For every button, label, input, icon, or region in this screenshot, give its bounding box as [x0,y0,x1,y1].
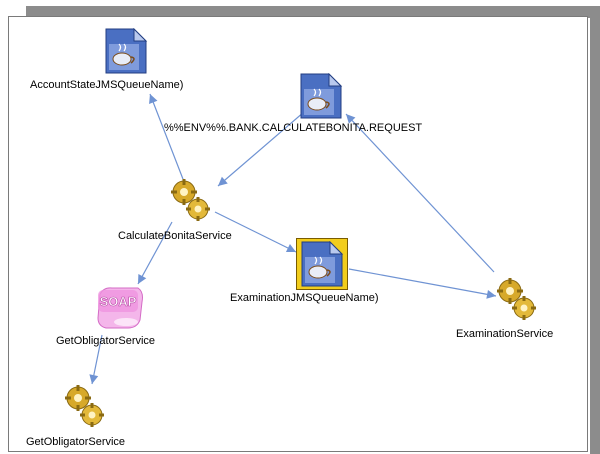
jms-queue-document-icon [296,238,348,290]
edge-calculate_bonita_service-to-account_state_queue[interactable] [149,93,189,193]
edge-line [214,211,297,253]
node-label: AccountStateJMSQueueName) [30,79,184,91]
node-label: ExaminationService [456,328,554,340]
node-label: %%ENV%%.BANK.CALCULATEBONITA.REQUEST [164,122,423,134]
jms-queue-document-icon [299,72,343,124]
edge-line [345,113,495,273]
edge-get_obligator_soap-to-get_obligator_service[interactable] [89,334,103,385]
frame-shadow-right [590,6,600,454]
soap-icon: SOAP [96,284,144,335]
service-gears-icon [64,384,104,433]
edge-arrowhead [285,243,296,253]
edge-calculate_bonita_service-to-get_obligator_soap[interactable] [137,221,173,285]
edge-calculate_bonita_service-to-examination_queue[interactable] [214,211,297,253]
service-gears-icon [496,277,536,326]
edge-arrowhead [89,374,99,384]
frame-shadow-top [26,6,600,18]
jms-queue-document-icon [104,27,148,79]
edge-line [348,268,497,297]
service-gears-icon [170,178,210,227]
soap-badge-text: SOAP [100,294,137,309]
node-label: GetObligatorService [56,335,156,347]
edge-arrowhead [149,94,158,105]
edge-line [217,111,305,187]
node-label: CalculateBonitaService [118,230,232,242]
edge-line [137,221,173,285]
edge-arrowhead [346,114,356,124]
node-label: GetObligatorService [26,436,126,448]
diagram-canvas[interactable] [8,16,588,452]
edge-arrowhead [218,176,228,186]
edge-arrowhead [138,273,147,284]
edge-bank_request_queue-to-calculate_bonita_service[interactable] [217,111,305,187]
edge-examination_service-to-bank_request_queue[interactable] [345,113,495,273]
edge-examination_queue-to-examination_service[interactable] [348,268,497,299]
edge-arrowhead [486,289,496,299]
node-label: ExaminationJMSQueueName) [230,292,379,304]
edge-line [149,93,189,193]
